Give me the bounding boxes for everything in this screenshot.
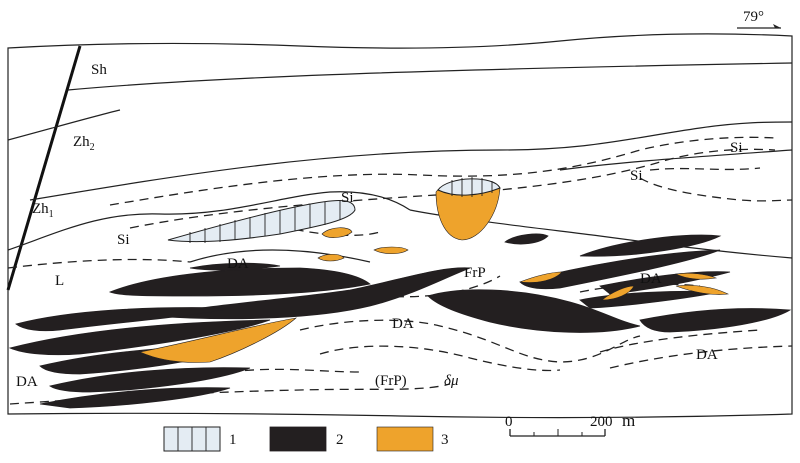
dashed-contact-11 — [229, 368, 361, 373]
boundary-upper-right — [559, 149, 793, 171]
label-si-lens: Si — [341, 190, 354, 206]
ore-body-top-small — [504, 233, 549, 245]
dashed-contact-7 — [599, 329, 761, 353]
label-zh2: Zh2 — [73, 134, 95, 153]
ore-body-orange-right-3 — [675, 284, 730, 295]
label-da-center-lower: DA — [392, 316, 414, 332]
legend-swatch-2 — [269, 426, 327, 452]
ore-body-orange-large — [139, 317, 298, 363]
dashed-contact-8 — [609, 345, 793, 369]
scale-bar — [509, 429, 606, 437]
scale-unit: m — [622, 411, 635, 430]
label-da-left: DA — [16, 374, 38, 390]
ore-pod-upper — [435, 177, 501, 241]
ore-body-orange-right-1 — [519, 271, 563, 283]
orientation-arrow — [737, 24, 781, 29]
ore-lens-2 — [373, 246, 409, 255]
label-si-right-lower: Si — [630, 168, 643, 184]
label-da-right-lower: DA — [696, 347, 718, 363]
section-frame — [7, 33, 793, 419]
legend-label-3: 3 — [441, 432, 449, 448]
ore-body-orange-right-2 — [601, 285, 635, 301]
label-delta-mu: δμ — [444, 373, 459, 389]
ore-body-left-stack-5 — [39, 387, 231, 409]
label-si-left: Si — [117, 232, 130, 248]
boundary-sh-zh2 — [67, 62, 793, 91]
legend-swatch-3 — [376, 426, 434, 452]
ore-body-central-s — [149, 267, 471, 320]
scale-start: 0 — [505, 414, 513, 430]
label-zh1: Zh1 — [32, 201, 54, 220]
label-da-right: DA — [640, 271, 662, 287]
legend-label-2: 2 — [336, 432, 344, 448]
ore-body-upper-left — [108, 267, 371, 297]
label-si-right-upper: Si — [730, 140, 743, 156]
label-da-upper: DA — [227, 256, 249, 272]
boundary-zh2-zh1-left — [7, 109, 121, 141]
silicified-lens — [167, 200, 356, 243]
label-l: L — [55, 273, 64, 289]
ore-body-top-right — [579, 234, 722, 257]
dashed-contact-3 — [649, 167, 761, 171]
dashed-contact-si-lens — [279, 225, 381, 237]
dashed-contact-2 — [129, 148, 776, 229]
label-frp: FrP — [464, 265, 486, 281]
dashed-contact-L — [7, 258, 191, 269]
boundary-zh2-zh1 — [29, 121, 793, 201]
ore-body-left-stack-4 — [49, 367, 251, 393]
orientation-label: 79° — [743, 9, 764, 25]
boundary-zh1-si — [7, 191, 411, 251]
ore-body-sliver-1 — [189, 262, 281, 271]
label-frp-parenthetical: (FrP) — [375, 373, 407, 389]
ore-body-left-stack-2 — [8, 319, 271, 356]
dashed-contact-5 — [299, 319, 641, 363]
ore-body-right-3 — [579, 290, 721, 309]
boundary-da-dome — [189, 249, 371, 263]
ore-lens-1 — [321, 227, 353, 238]
legend-label-1: 1 — [229, 432, 237, 448]
ore-lens-3 — [317, 253, 345, 262]
ore-body-left-stack-1 — [15, 307, 231, 332]
legend-swatch-1 — [163, 426, 221, 452]
ore-body-right-lower — [639, 308, 792, 333]
dashed-contact-6 — [319, 345, 561, 372]
ore-body-right-1 — [519, 249, 721, 290]
fault-line — [6, 45, 82, 291]
dashed-contact-4 — [639, 177, 793, 202]
scale-end: 200 — [590, 414, 613, 430]
label-sh: Sh — [91, 62, 107, 78]
dashed-contact-1 — [109, 136, 776, 206]
ore-body-central-thick — [427, 289, 641, 333]
ore-body-orange-right-4 — [675, 272, 718, 280]
legend: 1 2 3 — [163, 426, 449, 452]
